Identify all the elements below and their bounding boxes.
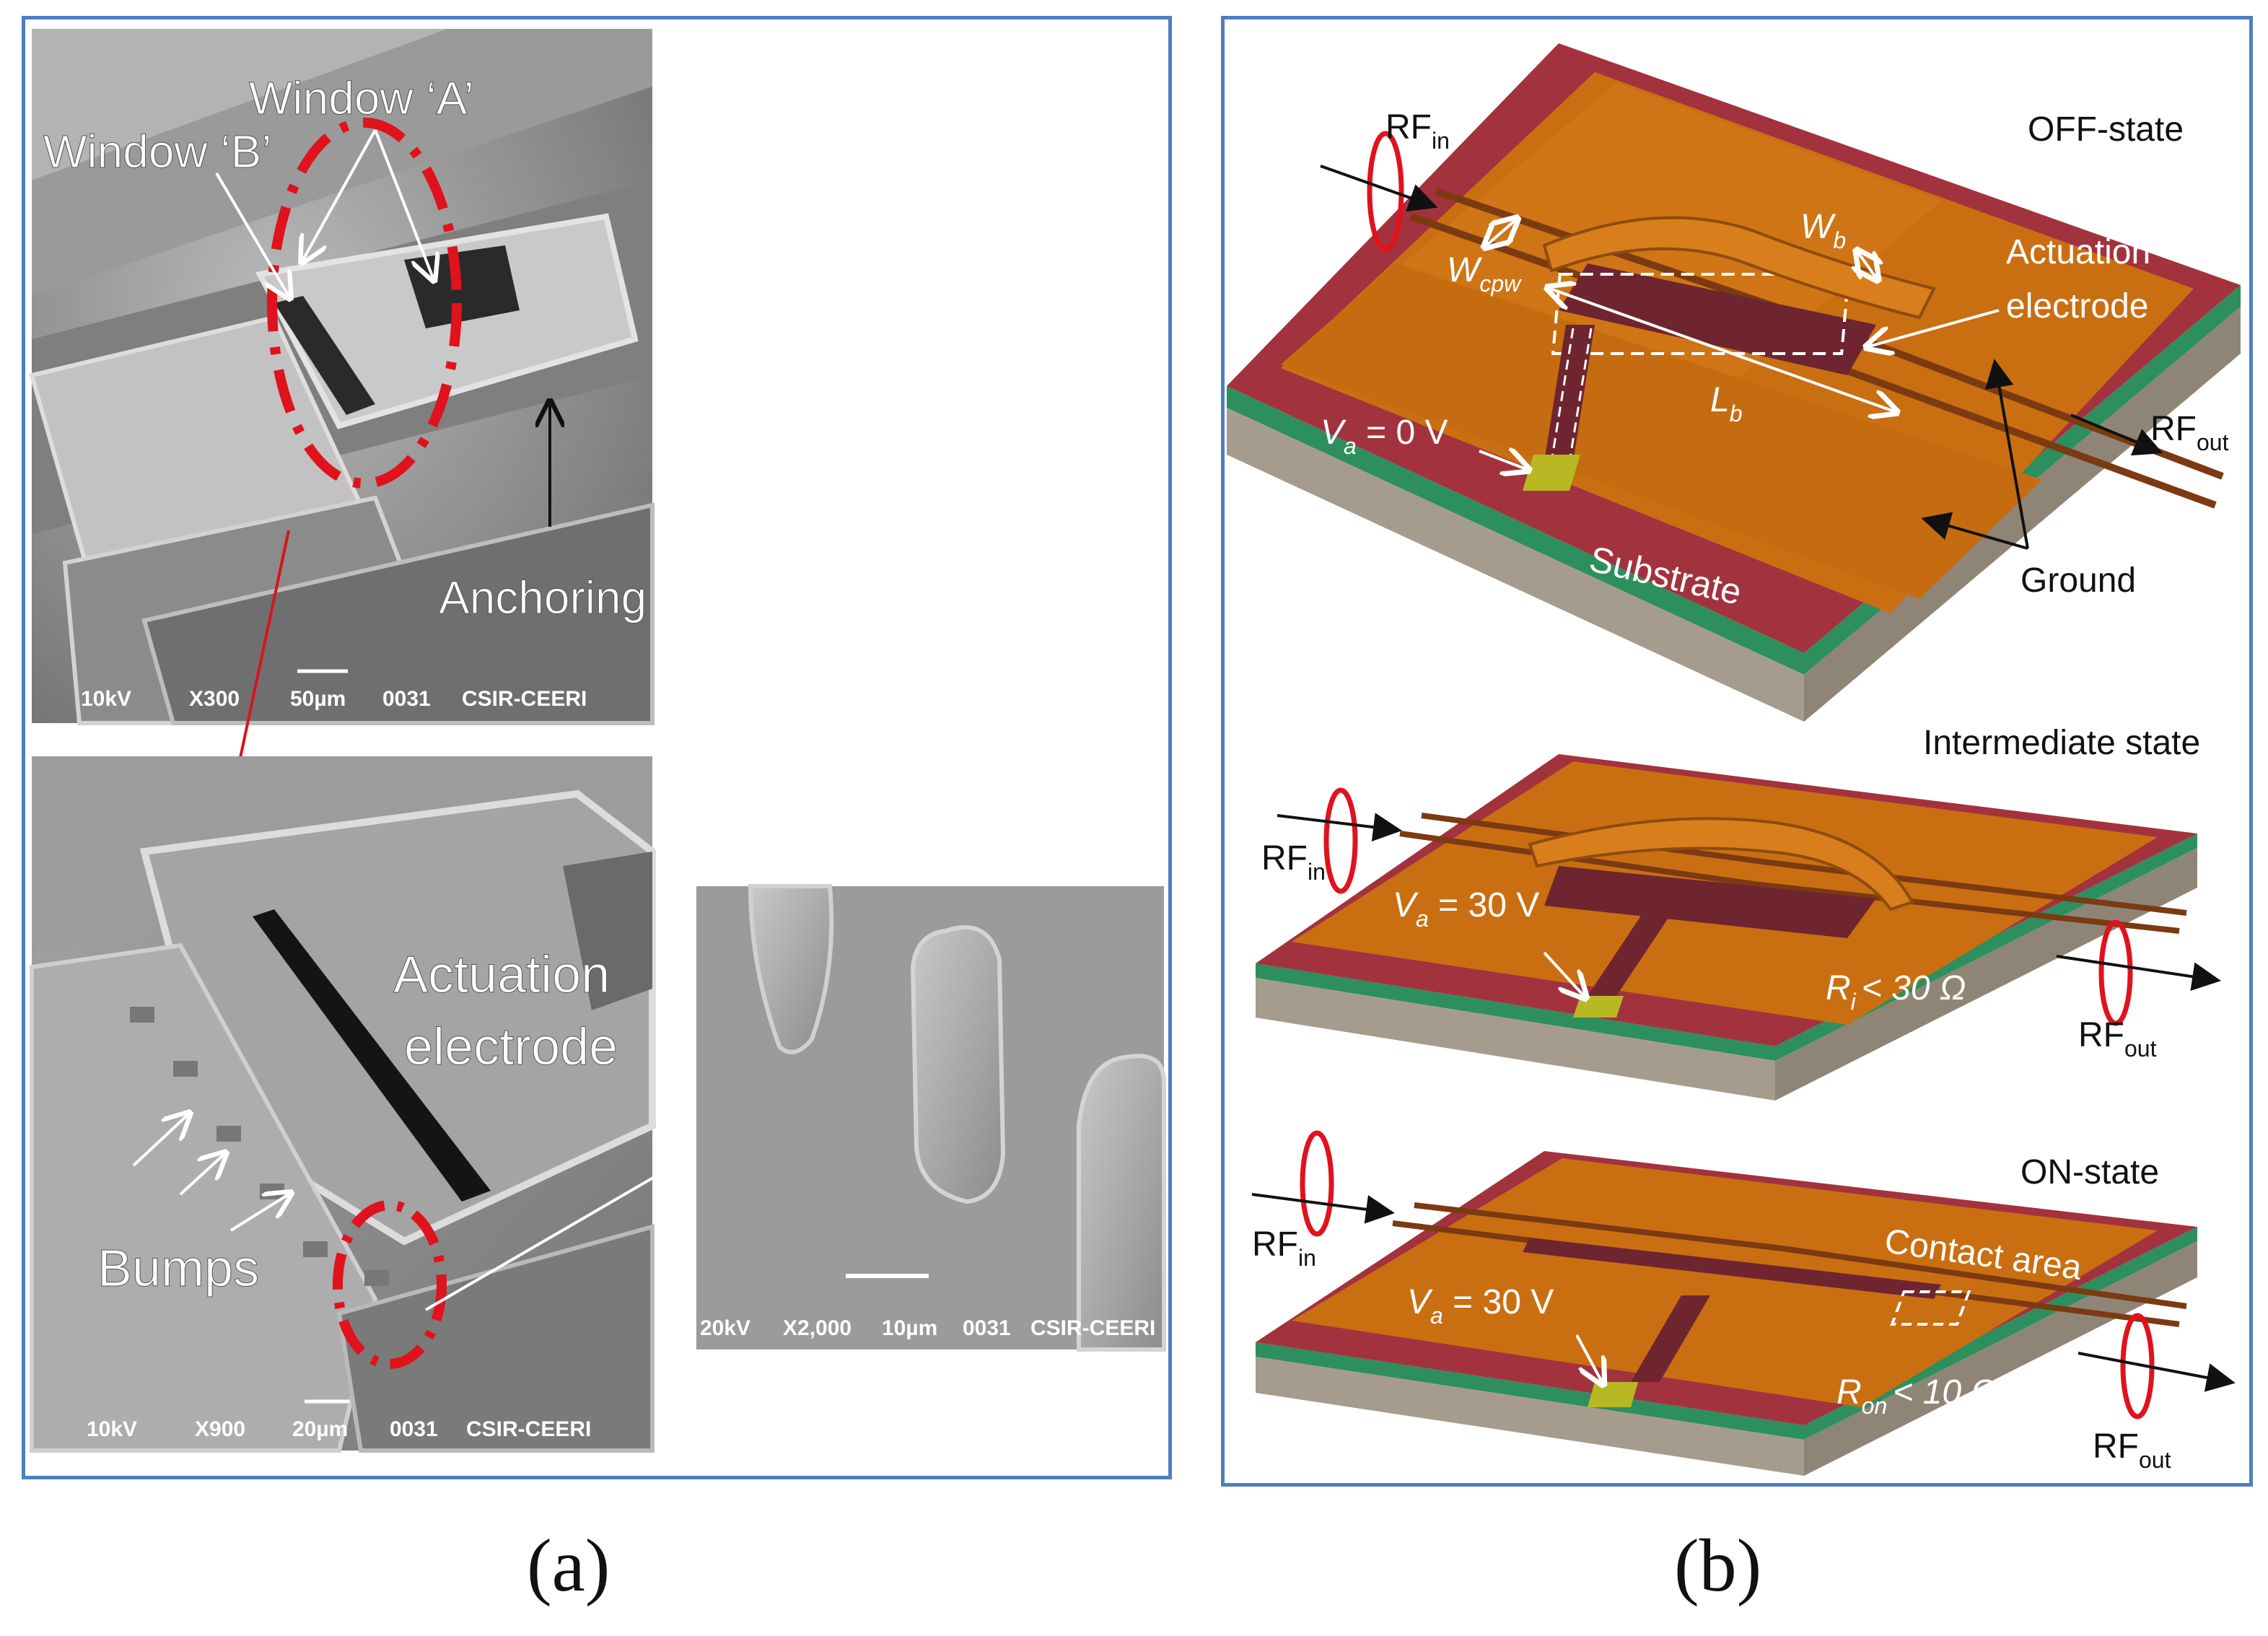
off-state-device [1227, 43, 2241, 722]
off-wcpw: W [1447, 251, 1483, 289]
sem-image-bottom: 10kV X900 20µm 0031 CSIR-CEERI Actuation… [30, 756, 805, 1453]
svg-text:RFout: RFout [2093, 1427, 2171, 1473]
sem-top-org: CSIR-CEERI [462, 687, 587, 711]
sem-top-num: 0031 [382, 687, 431, 711]
sem-top-kv: 10kV [81, 687, 131, 711]
svg-text:Ri< 30 Ω: Ri< 30 Ω [1826, 969, 1966, 1015]
off-va: V [1321, 414, 1347, 452]
svg-text:RFin: RFin [1261, 839, 1326, 885]
off-rf-out: RF [2150, 410, 2197, 448]
svg-text:Va = 0 V: Va = 0 V [1321, 414, 1448, 459]
sem-zoom-org: CSIR-CEERI [1030, 1316, 1155, 1340]
int-ri: R [1826, 969, 1851, 1007]
svg-text:RFin: RFin [1385, 108, 1450, 154]
svg-text:Wb: Wb [1800, 208, 1846, 253]
sem-bottom-scale: 20µm [292, 1417, 348, 1441]
off-actuation-2: electrode [2006, 287, 2148, 325]
intermediate-state-device [1256, 754, 2221, 1101]
sem-bottom-kv: 10kV [87, 1417, 137, 1441]
sem-bottom-mag: X900 [195, 1417, 245, 1441]
arrow-bump-1 [132, 1115, 188, 1167]
actuation-label-2: electrode [404, 1018, 618, 1076]
svg-text:Lb: Lb [1710, 381, 1743, 427]
red-dashed-circle-bottom [333, 1200, 447, 1369]
int-va: V [1393, 886, 1419, 924]
on-rf-out: RF [2093, 1427, 2139, 1466]
off-lb: L [1710, 381, 1730, 419]
int-rf-out: RF [2078, 1016, 2124, 1054]
svg-text:Va = 30 V: Va = 30 V [1407, 1283, 1554, 1329]
intermediate-title: Intermediate state [1923, 724, 2200, 762]
sem-top-scale: 50µm [290, 687, 346, 711]
bumps-label: Bumps [97, 1240, 259, 1298]
arrow-window-a-2 [303, 129, 377, 260]
svg-text:Va = 30 V: Va = 30 V [1393, 886, 1539, 932]
sem-top-mag: X300 [189, 687, 240, 711]
on-state-device [1251, 1130, 2236, 1476]
arrow-bump-2 [179, 1155, 224, 1196]
sem-image-zoom: 20kV X2,000 10µm 0031 CSIR-CEERI [696, 884, 1166, 1352]
anchoring-label: Anchoring [439, 572, 647, 624]
sem-bottom-org: CSIR-CEERI [466, 1417, 591, 1441]
sem-zoom-num: 0031 [963, 1316, 1011, 1340]
off-state-title: OFF-state [2028, 110, 2184, 149]
sem-zoom-kv: 20kV [700, 1316, 750, 1340]
off-ground-label: Ground [2020, 561, 2136, 600]
svg-text:Ron< 10 Ω: Ron< 10 Ω [1836, 1373, 1997, 1419]
panel-a-label: (a) [527, 1524, 610, 1607]
svg-text:RFin: RFin [1252, 1225, 1316, 1271]
svg-text:RFout: RFout [2150, 410, 2229, 455]
off-actuation-1: Actuation [2006, 233, 2150, 271]
window-b-label: Window ‘B’ [43, 126, 272, 178]
sem-image-top: 10kV X300 50µm 0031 CSIR-CEERI Window ‘A… [29, 29, 654, 725]
sem-bottom-num: 0031 [390, 1417, 438, 1441]
arrow-bump-3 [229, 1194, 289, 1232]
on-state-title: ON-state [2020, 1153, 2159, 1191]
sem-zoom-scale: 10µm [882, 1316, 937, 1340]
on-rf-in: RF [1252, 1225, 1298, 1264]
panel-b-label: (b) [1674, 1524, 1762, 1607]
arrow-window-a-1 [374, 129, 433, 278]
int-rf-in: RF [1261, 839, 1308, 878]
off-wb: W [1800, 208, 1836, 246]
arrow-window-b [215, 172, 289, 296]
actuation-label-1: Actuation [393, 946, 610, 1004]
off-rf-in: RF [1385, 108, 1432, 146]
svg-text:RFout: RFout [2078, 1016, 2157, 1062]
window-a-label: Window ‘A’ [249, 72, 474, 124]
on-va: V [1407, 1283, 1433, 1321]
on-ron: R [1836, 1373, 1862, 1412]
sem-zoom-mag: X2,000 [783, 1316, 851, 1340]
svg-text:Wcpw: Wcpw [1447, 251, 1522, 297]
